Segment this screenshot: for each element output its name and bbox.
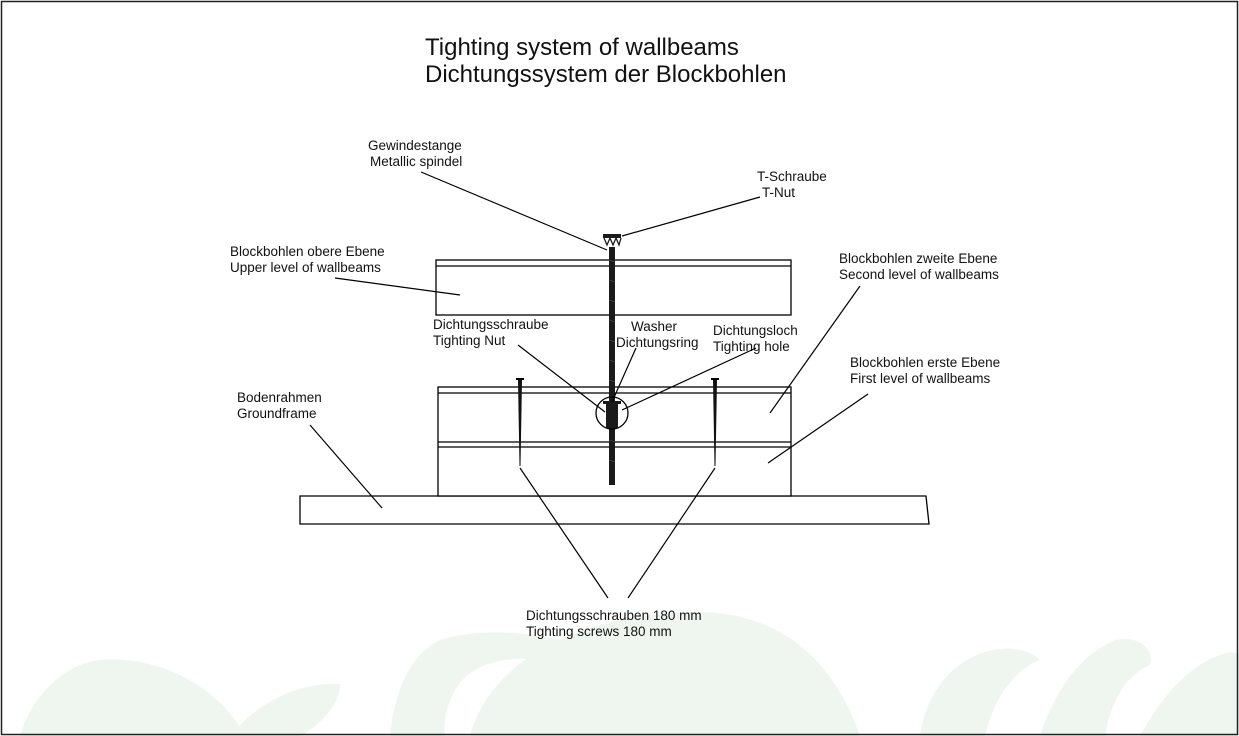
label-t-nut: T-Schraube T-Nut <box>757 169 827 200</box>
washer <box>603 401 621 404</box>
label-washer: Washer Dichtungsring <box>616 319 699 350</box>
label-tnut-en: T-Nut <box>762 185 795 200</box>
label-second-de: Blockbohlen zweite Ebene <box>839 251 997 266</box>
label-ground-de: Bodenrahmen <box>237 390 322 405</box>
tighting-hole <box>595 396 629 430</box>
label-upper-de: Blockbohlen obere Ebene <box>230 244 385 259</box>
title-line1: Tighting system of wallbeams <box>425 34 739 61</box>
label-upper-en: Upper level of wallbeams <box>230 260 381 275</box>
leader-lines <box>309 171 869 599</box>
label-tnut-de: T-Schraube <box>757 169 827 184</box>
label-hole-en: Tighting hole <box>713 339 790 354</box>
label-first-de: Blockbohlen erste Ebene <box>850 355 1000 370</box>
label-screws-de: Dichtungsschrauben 180 mm <box>526 608 702 623</box>
label-second-en: Second level of wallbeams <box>839 267 999 282</box>
label-second-level: Blockbohlen zweite Ebene Second level of… <box>839 251 999 282</box>
label-nut-de: Dichtungsschraube <box>433 317 549 332</box>
label-washer-en: Washer <box>631 319 678 334</box>
label-rod-en: Metallic spindel <box>370 154 462 169</box>
label-screws-en: Tighting screws 180 mm <box>526 624 672 639</box>
metallic-spindel <box>609 247 615 485</box>
label-tighting-hole: Dichtungsloch Tighting hole <box>713 323 798 354</box>
tighting-nut <box>606 404 618 428</box>
label-washer-de: Dichtungsring <box>616 335 699 350</box>
label-tighting-nut: Dichtungsschraube Tighting Nut <box>433 317 549 348</box>
tighting-screw-left <box>516 378 524 466</box>
label-first-en: First level of wallbeams <box>850 371 991 386</box>
watermark-logo <box>20 611 1239 736</box>
groundframe-beam <box>299 495 930 525</box>
label-nut-en: Tighting Nut <box>433 333 506 348</box>
t-nut <box>603 234 622 247</box>
label-first-level: Blockbohlen erste Ebene First level of w… <box>850 355 1000 386</box>
label-upper-level: Blockbohlen obere Ebene Upper level of w… <box>230 244 385 275</box>
title-line2: Dichtungssystem der Blockbohlen <box>425 61 787 88</box>
label-ground-en: Groundframe <box>237 406 317 421</box>
label-groundframe: Bodenrahmen Groundframe <box>237 390 322 421</box>
label-tighting-screws: Dichtungsschrauben 180 mm Tighting screw… <box>526 608 702 639</box>
tighting-screw-right <box>711 378 719 466</box>
label-metallic-spindel: Gewindestange Metallic spindel <box>368 138 462 169</box>
label-hole-de: Dichtungsloch <box>713 323 798 338</box>
label-rod-de: Gewindestange <box>368 138 462 153</box>
